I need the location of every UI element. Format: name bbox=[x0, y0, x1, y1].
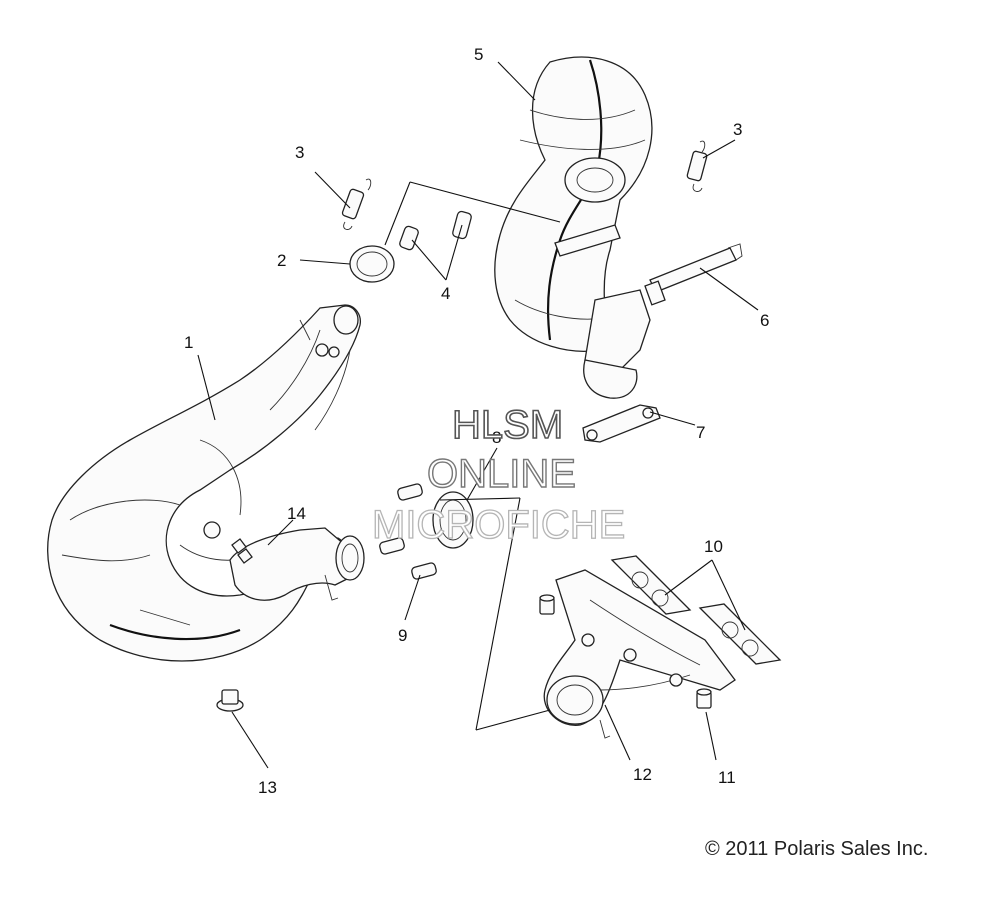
callout-3-left: 3 bbox=[295, 143, 304, 162]
part-9-springs bbox=[379, 483, 437, 580]
part-7-mount-plate bbox=[582, 404, 661, 443]
watermark: HLSM ONLINE MICROFICHE bbox=[371, 402, 626, 547]
callout-4: 4 bbox=[441, 284, 450, 303]
watermark-line-3: MICROFICHE bbox=[372, 503, 625, 547]
callout-6: 6 bbox=[760, 311, 769, 330]
copyright-notice: © 2011 Polaris Sales Inc. bbox=[705, 838, 929, 860]
callout-1: 1 bbox=[184, 333, 193, 352]
callout-10: 10 bbox=[704, 537, 723, 556]
part-6-bracket bbox=[554, 224, 743, 306]
part-10-gaskets bbox=[610, 555, 782, 665]
callout-2: 2 bbox=[277, 251, 286, 270]
callout-11: 11 bbox=[718, 768, 736, 787]
callout-14: 14 bbox=[287, 504, 306, 523]
callout-5: 5 bbox=[474, 45, 483, 64]
callout-3-right: 3 bbox=[733, 120, 742, 139]
callout-12: 12 bbox=[633, 765, 652, 784]
part-3-spring-right bbox=[686, 140, 708, 192]
part-2-gasket-ring bbox=[349, 245, 395, 283]
callout-9: 9 bbox=[398, 626, 407, 645]
part-8-exhaust-ring bbox=[432, 491, 474, 549]
part-13-plug bbox=[216, 689, 244, 712]
part-3-spring-left bbox=[341, 178, 372, 230]
watermark-line-1: HLSM bbox=[452, 403, 563, 447]
part-11-bolts bbox=[539, 594, 712, 709]
watermark-line-2: ONLINE bbox=[427, 452, 576, 496]
part-12-manifold bbox=[543, 569, 736, 739]
leader-lines bbox=[197, 61, 759, 769]
part-4-spring-clips bbox=[399, 210, 472, 251]
callout-7: 7 bbox=[696, 423, 705, 442]
part-5-silencer bbox=[494, 56, 653, 399]
callout-13: 13 bbox=[258, 778, 277, 797]
callout-numbers: 1 2 3 3 4 5 6 7 8 9 10 11 12 13 14 bbox=[184, 45, 769, 797]
callout-8: 8 bbox=[492, 428, 501, 447]
part-1-expansion-chamber bbox=[47, 304, 361, 662]
part-14-outlet-elbow bbox=[229, 527, 365, 601]
